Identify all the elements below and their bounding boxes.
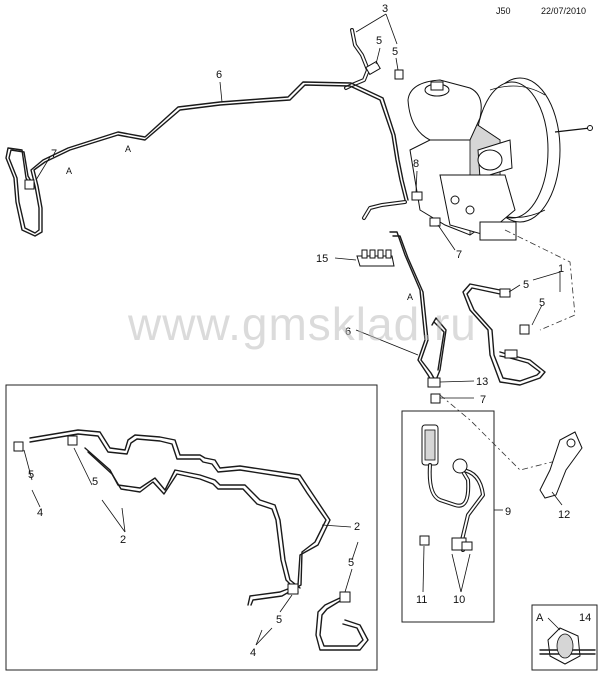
callout-7-mid: 7 [456,249,462,261]
callout-6-top: 6 [216,69,222,81]
brake-booster-assembly [407,77,593,241]
fitting-8 [411,191,423,201]
callout-a-mid: A [407,292,413,302]
bracket-part-12 [539,431,583,499]
callout-15: 15 [316,253,328,265]
callout-6-mid: 6 [345,326,351,338]
leader-lines [23,13,563,646]
pipe-part-3-end [362,200,407,220]
fitting-7-mid [429,217,441,227]
callout-5-box-mid: 5 [92,476,98,488]
callout-4-box-right: 4 [250,647,256,659]
flex-hose-box [401,410,495,623]
pipe-part-6-lower [389,231,447,404]
callout-9: 9 [505,506,511,518]
detail-box-a [531,604,598,671]
callout-4-box-left: 4 [37,507,43,519]
callout-11: 11 [416,594,427,606]
callout-8: 8 [413,158,419,170]
pipe-part-1 [462,283,546,386]
clip-part-14 [539,627,596,665]
flex-hose-part-9 [419,424,485,552]
callout-2-box-right: 2 [354,521,360,533]
callout-14: 14 [579,612,591,624]
callout-13: 13 [476,376,488,388]
callout-1: 1 [558,263,564,275]
pipe-part-3 [344,28,404,90]
callout-5-top-left: 5 [376,35,382,47]
callout-7-left: 7 [51,148,57,160]
callout-5-box-right-upper: 5 [348,557,354,569]
callout-12: 12 [558,509,570,521]
callout-2-box-left: 2 [120,534,126,546]
callout-labels: 3 5 5 6 7 A A 8 7 15 1 5 5 A 6 13 7 9 12… [28,3,591,659]
clip-part-15 [356,249,395,267]
callout-10: 10 [453,594,465,606]
callout-7-low: 7 [480,394,486,406]
pipe-detail-box [5,384,378,671]
callout-a-top: A [125,144,131,154]
callout-3: 3 [382,3,388,15]
callout-5-box-right-lower: 5 [276,614,282,626]
callout-a-left: A [66,166,72,176]
callout-5-box-left: 5 [28,469,34,481]
pipe-part-2-group [13,429,369,651]
diagram-code: J50 [496,6,511,16]
diagram-date: 22/07/2010 [541,6,586,16]
callout-5-right-lower: 5 [539,297,545,309]
callout-5-top-right: 5 [392,46,398,58]
pipe-part-6-top [5,81,409,237]
callout-a-detail: A [536,612,544,624]
callout-5-right-upper: 5 [523,279,529,291]
watermark: www.gmsklad.ru [127,298,477,350]
